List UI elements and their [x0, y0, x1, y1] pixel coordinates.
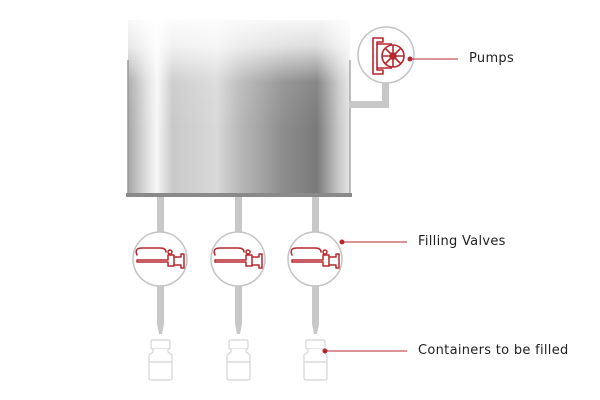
- feed-pipe-2-upper: [235, 197, 242, 237]
- nozzle-1: [157, 324, 164, 334]
- valve-2-ring: [210, 231, 266, 287]
- label-containers: Containers to be filled: [418, 343, 569, 358]
- callouts: [322, 56, 458, 354]
- container-bottle-icon: [148, 339, 328, 381]
- nozzle-2: [235, 324, 242, 334]
- pump-pipe-vertical: [382, 78, 389, 108]
- container-1: [148, 339, 173, 381]
- valve-1-shape: [135, 247, 185, 269]
- label-filling-valves: Filling Valves: [418, 234, 506, 249]
- valve-3-ring: [287, 231, 343, 287]
- pump-icon-vanes: [382, 45, 404, 67]
- container-3: [303, 339, 328, 381]
- pump-icon: [357, 26, 415, 84]
- pump-icon-body: [377, 43, 392, 69]
- valve-2-shape: [213, 247, 263, 269]
- filling-valve-icon: [132, 231, 343, 287]
- container-2: [226, 339, 251, 381]
- pump-icon-pipe-left: [372, 37, 384, 75]
- feed-pipe-1-upper: [157, 197, 164, 237]
- feed-pipes: [157, 197, 319, 334]
- valve-3-shape: [290, 247, 340, 269]
- tank-top-fade: [126, 10, 352, 130]
- nozzle-3: [312, 324, 319, 334]
- pump-pipe: [349, 78, 389, 108]
- pump-pipe-horizontal: [349, 101, 389, 108]
- feed-pipe-2-lower: [235, 286, 242, 324]
- tank-bottom-rim: [126, 193, 352, 197]
- callout-containers-dot: [322, 348, 328, 354]
- feed-pipe-1-lower: [157, 286, 164, 324]
- pump-icon-ring: [357, 26, 415, 84]
- feed-pipe-3-upper: [312, 197, 319, 237]
- tank: [126, 10, 352, 197]
- callout-valves-dot: [339, 239, 345, 245]
- feed-pipe-3-lower: [312, 286, 319, 324]
- label-pumps: Pumps: [469, 51, 515, 66]
- callout-pumps-dot: [407, 56, 413, 62]
- valve-1-ring: [132, 231, 188, 287]
